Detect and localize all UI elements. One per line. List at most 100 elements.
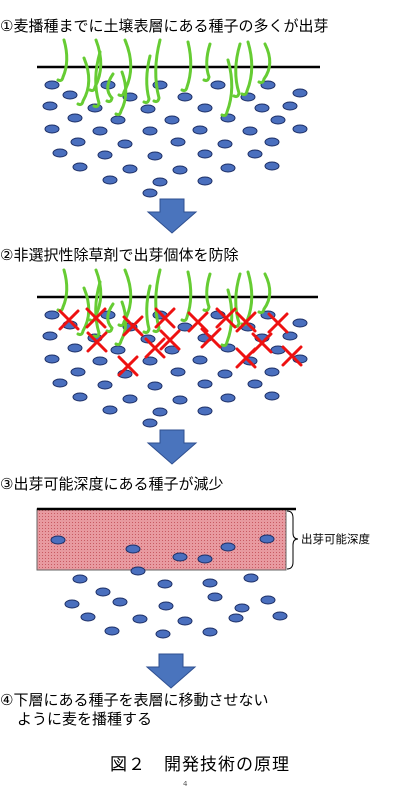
seed (155, 629, 171, 639)
seed (264, 137, 280, 147)
cross-mark (154, 307, 176, 329)
seed (170, 137, 186, 147)
seed (152, 177, 168, 187)
seed (142, 418, 158, 428)
seed (234, 603, 250, 613)
seed-group (42, 80, 308, 198)
cross-mark (85, 307, 107, 329)
seedling (114, 300, 128, 347)
figure-caption: 図２ 開発技術の原理 (110, 755, 290, 775)
seed (264, 161, 280, 171)
step1-text: ①麦播種までに土壌表層にある種子の多くが出芽 (0, 17, 329, 35)
page-number: 4 (183, 780, 188, 788)
seedling (232, 272, 242, 329)
seed (67, 113, 83, 123)
cross-mark (122, 315, 144, 337)
seed (52, 378, 68, 388)
step4-line1: ④下層にある種子を表層に移動させない (0, 691, 269, 709)
panel-2 (37, 268, 318, 428)
seed (72, 574, 88, 584)
seed (220, 163, 236, 173)
seed (102, 175, 118, 185)
seed (140, 104, 156, 114)
seed (172, 395, 188, 405)
seed (197, 554, 213, 564)
seed (152, 407, 168, 417)
seed (62, 90, 78, 100)
seed (192, 125, 208, 135)
seed (102, 405, 118, 415)
seed (142, 356, 158, 366)
seed (130, 566, 146, 576)
cross-mark (58, 309, 80, 331)
seed (210, 80, 226, 90)
seed (147, 381, 163, 391)
seedling (105, 72, 115, 104)
seed (158, 601, 174, 611)
seed (272, 611, 288, 621)
seed (142, 188, 158, 198)
seed (247, 149, 263, 159)
seedling (56, 268, 69, 313)
seed (92, 126, 108, 136)
seed (217, 369, 233, 379)
seed-group (50, 534, 288, 639)
seed (110, 115, 126, 125)
seed (142, 126, 158, 136)
seed (217, 139, 233, 149)
seedling (117, 38, 133, 98)
seedling (220, 58, 234, 118)
seed (97, 150, 113, 160)
seed-group (42, 310, 308, 428)
seed (243, 573, 259, 583)
depth-label: 出芽可能深度 (301, 532, 370, 546)
cross-mark-group (58, 307, 303, 377)
seed (164, 115, 180, 125)
seed (72, 392, 88, 402)
seed (197, 149, 213, 159)
seedling (152, 268, 162, 334)
seed (282, 101, 298, 111)
seed (197, 406, 213, 416)
seed (264, 391, 280, 401)
seed (197, 379, 213, 389)
down-arrow-icon (145, 653, 197, 689)
seed (247, 379, 263, 389)
seed (80, 612, 96, 622)
seed (104, 626, 120, 636)
cross-mark (144, 337, 166, 359)
seedling (232, 42, 242, 99)
seed (197, 176, 213, 186)
seed (95, 587, 111, 597)
cross-mark (159, 329, 181, 351)
seed (122, 394, 138, 404)
seed (292, 88, 308, 98)
cross-mark (200, 327, 222, 349)
seed (172, 165, 188, 175)
seed (202, 578, 218, 588)
cross-mark (187, 311, 209, 333)
seedling-group (56, 38, 272, 118)
seed (197, 103, 213, 113)
seed (202, 627, 218, 637)
seedling (257, 272, 272, 315)
seed (92, 356, 108, 366)
seed (242, 126, 258, 136)
seedling (220, 288, 234, 348)
seed (192, 355, 208, 365)
seed (282, 331, 298, 341)
seed (70, 367, 86, 377)
seed (67, 343, 83, 353)
seed (147, 151, 163, 161)
seed (110, 345, 126, 355)
seed (70, 137, 86, 147)
seed (44, 80, 60, 90)
cross-mark (267, 312, 289, 334)
seedling (92, 280, 102, 339)
seed (42, 331, 58, 341)
step3-text: ③出芽可能深度にある種子が減少 (0, 475, 224, 493)
step4-text: ④下層にある種子を表層に移動させない ように麦を播種する (0, 691, 400, 729)
seed (117, 139, 133, 149)
seed (112, 597, 128, 607)
seed (177, 616, 193, 626)
